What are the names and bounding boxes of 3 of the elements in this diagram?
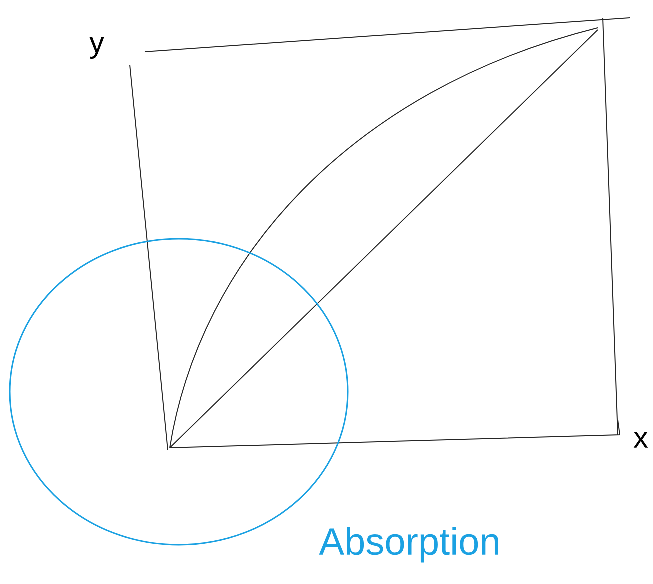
axis-label: x <box>634 432 648 448</box>
axis-label: Absorption <box>319 527 498 563</box>
axis-label: y <box>90 36 104 60</box>
